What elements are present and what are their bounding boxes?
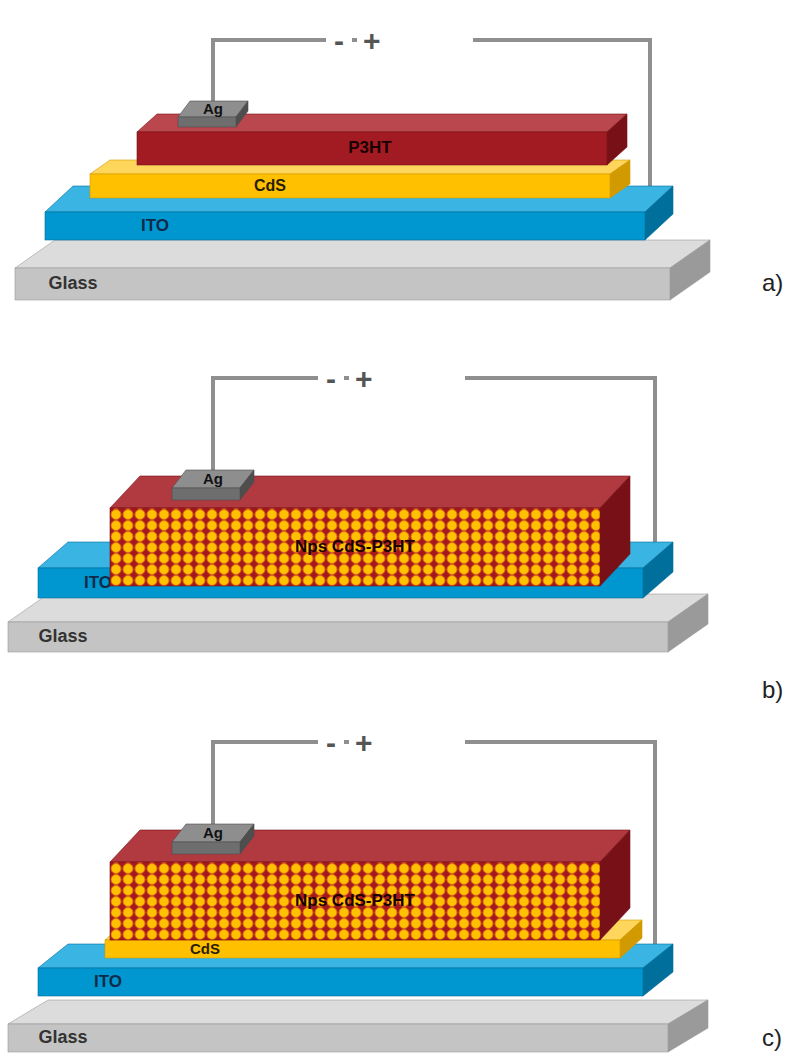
device-layer: CdS — [90, 160, 630, 198]
layer-name: Nps CdS-P3HT — [295, 538, 416, 557]
layer-top-face — [8, 594, 708, 622]
layer-prism — [90, 160, 630, 198]
layer-name: CdS — [190, 941, 221, 958]
layer-front-face — [110, 862, 600, 940]
layer-side-face — [670, 240, 710, 300]
layer-side-face — [668, 1000, 708, 1052]
label-anchor: - — [326, 24, 352, 57]
polarity-sign: - — [326, 24, 352, 57]
label-anchor: - — [318, 726, 344, 759]
layer-front-face — [8, 622, 668, 652]
layer-prism — [15, 240, 710, 300]
label-anchor: + — [349, 726, 465, 759]
layer-name: ITO — [84, 574, 114, 593]
layer-name: Nps CdS-P3HT — [295, 892, 416, 911]
polarity-sign: - — [318, 726, 344, 759]
polarity-sign: - — [318, 362, 344, 395]
polarity-sign: + — [357, 24, 473, 57]
polarity-sign: + — [349, 726, 465, 759]
panel-letter: b) — [762, 677, 783, 703]
layer-side-face — [643, 542, 673, 598]
layer-front-face — [38, 968, 643, 996]
layer-front-face — [15, 268, 670, 300]
label-anchor: b) — [762, 677, 783, 703]
label-anchor: - — [318, 362, 344, 395]
device-layer: Ag — [178, 101, 248, 127]
panel-letter: a) — [762, 270, 783, 296]
layer-name: ITO — [94, 973, 124, 992]
layer-front-face — [8, 1024, 668, 1052]
layer-top-face — [45, 186, 673, 212]
panel-letter: c) — [762, 1025, 782, 1051]
layer-name: Ag — [203, 471, 224, 488]
layer-name: Glass — [38, 1028, 89, 1048]
layer-front-face — [172, 488, 240, 500]
layer-top-face — [110, 476, 630, 508]
label-anchor: a) — [762, 270, 783, 296]
layer-name: P3HT — [348, 139, 393, 158]
layer-top-face — [110, 830, 630, 862]
layer-top-face — [137, 114, 627, 132]
layer-side-face — [607, 114, 627, 165]
device-layer: Glass — [15, 240, 710, 300]
label-anchor: c) — [762, 1025, 782, 1051]
layer-top-face — [105, 920, 642, 940]
layer-front-face — [105, 940, 620, 958]
device-layer: Ag — [172, 470, 254, 500]
layer-front-face — [90, 174, 610, 198]
layer-prism — [8, 594, 708, 652]
layer-name: Glass — [48, 274, 99, 294]
label-anchor: + — [349, 362, 465, 395]
layer-top-face — [172, 470, 254, 488]
layer-side-face — [668, 594, 708, 652]
device-layer: Ag — [172, 824, 254, 854]
device-layer: Glass — [8, 1000, 708, 1052]
layer-front-face — [38, 568, 643, 598]
layer-front-face — [137, 132, 607, 165]
layer-top-face — [90, 160, 630, 174]
layer-front-face — [110, 508, 600, 586]
label-anchor: + — [357, 24, 473, 57]
layer-name: Ag — [203, 825, 224, 842]
polarity-sign: + — [349, 362, 465, 395]
layer-name: Ag — [203, 101, 224, 118]
layer-prism — [8, 1000, 708, 1052]
layer-name: CdS — [254, 177, 287, 195]
layer-name: ITO — [141, 217, 171, 236]
layer-front-face — [178, 117, 236, 127]
layer-top-face — [38, 542, 673, 568]
layer-name: Glass — [38, 627, 89, 647]
layer-top-face — [38, 944, 673, 968]
layer-front-face — [45, 212, 645, 240]
layer-top-face — [172, 824, 254, 842]
layer-front-face — [172, 842, 240, 854]
device-layer: Glass — [8, 594, 708, 652]
layer-side-face — [645, 186, 673, 240]
layer-side-face — [643, 944, 673, 996]
layer-top-face — [15, 240, 710, 268]
layer-top-face — [8, 1000, 708, 1024]
